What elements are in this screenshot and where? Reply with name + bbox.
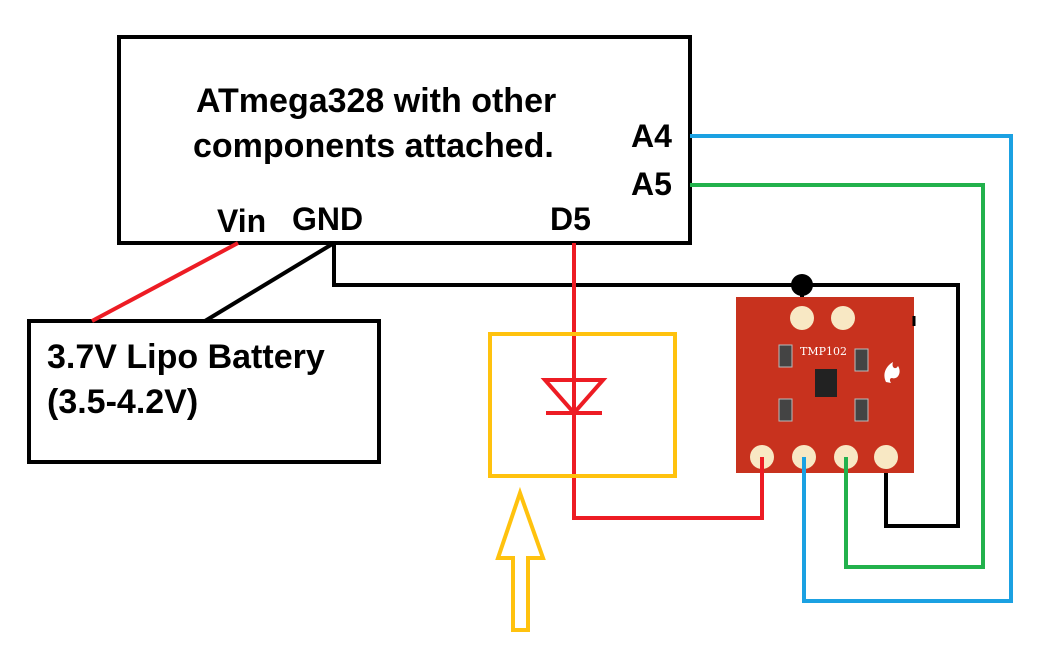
smd-part: [854, 398, 869, 422]
pin-label-gnd: GND: [292, 201, 363, 237]
diode-symbol: [540, 378, 608, 417]
tmp102-sensor-board: TMP102: [736, 297, 916, 473]
smd-part: [778, 344, 793, 368]
mcu-title-line2: components attached.: [193, 127, 554, 165]
smd-part: [854, 348, 869, 372]
diode-highlight-box: [488, 332, 677, 478]
ground-junction-dot: [791, 274, 813, 296]
a4-i2c-wire: [690, 134, 1013, 603]
mcu-box: ATmega328 with other components attached…: [117, 35, 692, 245]
battery-negative-wire: [203, 241, 336, 323]
battery-positive-wire: [91, 241, 239, 323]
pin-label-a4: A4: [631, 118, 672, 154]
ground-wire: [332, 243, 960, 528]
arrow-up-icon: [495, 486, 546, 632]
pad-bottom-4: [874, 445, 898, 469]
battery-label-line1: 3.7V Lipo Battery: [47, 338, 325, 376]
pin-label-a5: A5: [631, 166, 672, 202]
chip-label: TMP102: [800, 345, 847, 358]
pin-label-vin: Vin: [217, 203, 266, 239]
smd-part: [778, 398, 793, 422]
a5-i2c-wire: [690, 183, 985, 569]
pad-top-1: [790, 306, 814, 330]
sparkfun-logo-icon: [884, 362, 900, 383]
pad-top-2: [831, 306, 855, 330]
battery-label-line2: (3.5-4.2V): [47, 383, 198, 421]
pin-label-d5: D5: [550, 201, 591, 237]
mcu-title-line1: ATmega328 with other: [196, 82, 556, 120]
ic-chip: [815, 369, 837, 397]
battery-box: 3.7V Lipo Battery (3.5-4.2V): [27, 319, 381, 464]
